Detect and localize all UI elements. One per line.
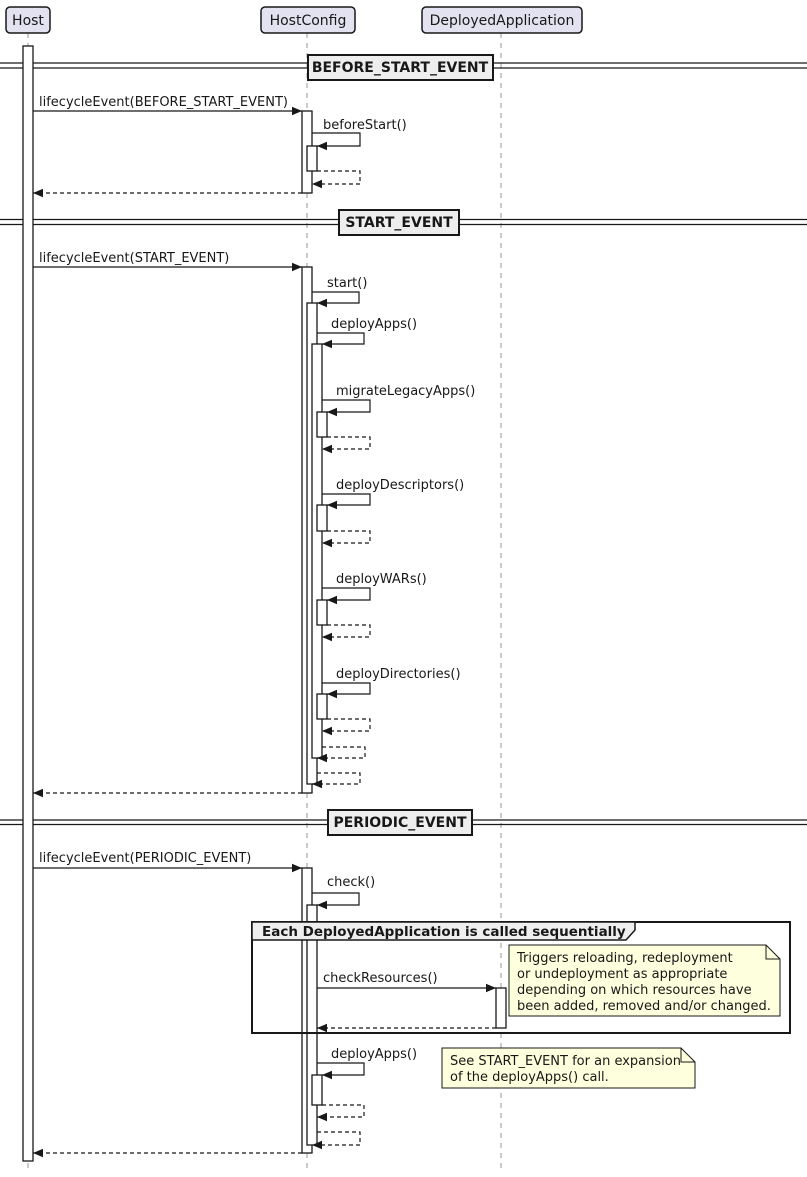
arrowhead-left-icon xyxy=(322,1070,332,1080)
self-call-deploy-directories xyxy=(322,682,371,695)
note-fold-icon xyxy=(680,1048,695,1063)
self-return-deploy-apps-periodic xyxy=(317,1104,365,1118)
arrowhead-left-icon xyxy=(322,538,332,548)
arrowhead-left-icon xyxy=(322,339,332,349)
arrowhead-left-icon xyxy=(322,444,332,454)
arrowhead-left-icon xyxy=(317,900,327,910)
self-call-deploy-descriptors xyxy=(322,493,371,506)
message-label-start: start() xyxy=(327,276,367,291)
self-return-check xyxy=(312,1131,361,1146)
arrowhead-left-icon xyxy=(33,1148,43,1158)
arrowhead-left-icon xyxy=(312,179,322,189)
participant-label-deployedapplication: DeployedApplication xyxy=(430,13,575,29)
arrowhead-right-icon xyxy=(486,983,496,993)
divider-label-before-start-event: BEFORE_START_EVENT xyxy=(312,60,489,76)
message-label-deploy-wars: deployWARs() xyxy=(336,572,427,587)
activation-bar-host xyxy=(22,45,34,1162)
note-line: of the deployApps() call. xyxy=(450,1070,609,1085)
activation-bar-hostconfig-l4 xyxy=(316,693,328,720)
participant-label-hostconfig: HostConfig xyxy=(270,13,347,29)
activation-bar-hostconfig-l2 xyxy=(306,904,318,1146)
self-call-start xyxy=(312,291,360,304)
self-return-deploy-directories xyxy=(322,718,371,732)
arrowhead-left-icon xyxy=(33,188,43,198)
message-label-check-resources: checkResources() xyxy=(323,971,438,986)
message-label-deploy-apps-periodic: deployApps() xyxy=(331,1047,417,1062)
divider-box-periodic-event xyxy=(327,809,473,836)
activation-bar-hostconfig-l4 xyxy=(316,599,328,626)
arrowhead-left-icon xyxy=(312,1140,322,1150)
message-label-migrate-legacy-apps: migrateLegacyApps() xyxy=(336,384,475,399)
arrowhead-right-icon xyxy=(292,106,302,116)
divider-box-start-event xyxy=(338,209,460,236)
self-return-deploy-descriptors xyxy=(322,530,371,544)
note-line: depending on which resources have xyxy=(517,983,752,998)
message-label-deploy-directories: deployDirectories() xyxy=(336,667,461,682)
participant-label-host: Host xyxy=(12,13,44,29)
self-call-check xyxy=(312,892,360,906)
arrowhead-left-icon xyxy=(322,726,332,736)
arrowhead-left-icon xyxy=(322,632,332,642)
note-check-resources xyxy=(508,944,781,1017)
self-call-deploy-apps xyxy=(317,332,365,345)
activation-bar-hostconfig-l4 xyxy=(316,411,328,438)
arrowhead-left-icon xyxy=(33,788,43,798)
participant-box-hostconfig xyxy=(260,6,356,34)
arrowhead-right-icon xyxy=(292,863,302,873)
message-label-lifecycle-start: lifecycleEvent(START_EVENT) xyxy=(39,251,229,266)
arrowhead-left-icon xyxy=(317,298,327,308)
divider-label-start-event: START_EVENT xyxy=(345,215,453,231)
group-header-sequential xyxy=(251,921,636,941)
arrowhead-right-icon xyxy=(292,262,302,272)
self-call-deploy-apps-periodic xyxy=(317,1062,365,1076)
divider-box-before-start-event xyxy=(307,54,494,81)
arrowhead-left-icon xyxy=(327,689,337,699)
note-line: or undeployment as appropriate xyxy=(517,967,727,982)
activation-bar-hostconfig-l4 xyxy=(316,504,328,532)
activation-bar-hostconfig-l2 xyxy=(306,145,318,172)
divider-label-periodic-event: PERIODIC_EVENT xyxy=(333,815,466,831)
participant-box-deployedapplication xyxy=(421,6,583,34)
note-line: See START_EVENT for an expansion xyxy=(450,1054,681,1069)
self-return-deploy-wars xyxy=(322,624,371,638)
message-label-before-start: beforeStart() xyxy=(323,118,407,133)
activation-bar-deployedapplication xyxy=(495,987,507,1029)
note-line: been added, removed and/or changed. xyxy=(517,999,771,1014)
arrowhead-left-icon xyxy=(312,779,322,789)
note-line: Triggers reloading, redeployment xyxy=(516,951,733,966)
arrowhead-left-icon xyxy=(317,141,327,151)
participant-box-host xyxy=(5,6,51,34)
group-header-label: Each DeployedApplication is called seque… xyxy=(262,924,626,940)
self-return-migrate-legacy-apps xyxy=(322,436,371,450)
arrowhead-left-icon xyxy=(327,407,337,417)
section-before-start-event: lifecycleEvent(BEFORE_START_EVENT) befor… xyxy=(33,95,407,198)
message-label-deploy-descriptors: deployDescriptors() xyxy=(336,478,464,493)
message-label-lifecycle-periodic: lifecycleEvent(PERIODIC_EVENT) xyxy=(39,851,251,866)
arrowhead-left-icon xyxy=(317,1112,327,1122)
arrowhead-left-icon xyxy=(317,1023,327,1033)
activation-bar-hostconfig-l3 xyxy=(311,1074,323,1106)
message-label-check: check() xyxy=(327,875,375,890)
note-fold-icon xyxy=(765,945,780,960)
self-return-before-start xyxy=(312,170,361,185)
arrowhead-left-icon xyxy=(317,753,327,763)
arrowhead-left-icon xyxy=(327,595,337,605)
arrowhead-left-icon xyxy=(327,500,337,510)
message-label-lifecycle-before-start: lifecycleEvent(BEFORE_START_EVENT) xyxy=(39,95,288,110)
self-call-before-start xyxy=(312,132,361,147)
self-call-deploy-wars xyxy=(322,587,371,601)
section-periodic-event: lifecycleEvent(PERIODIC_EVENT) check() E… xyxy=(33,851,791,1158)
section-start-event: lifecycleEvent(START_EVENT) start() depl… xyxy=(33,251,475,798)
self-return-start xyxy=(312,772,361,785)
note-deploy-apps xyxy=(441,1047,696,1089)
self-return-deploy-apps xyxy=(317,746,366,759)
self-call-migrate-legacy-apps xyxy=(322,399,371,413)
message-label-deploy-apps: deployApps() xyxy=(331,317,417,332)
